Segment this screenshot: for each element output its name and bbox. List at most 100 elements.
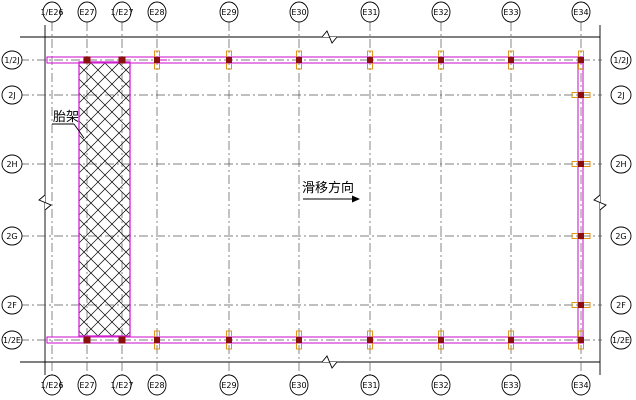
axis-bubble-bottom: E28 <box>147 374 167 396</box>
axis-bubble-right-label: 2H <box>615 160 626 169</box>
axis-bubble-top: E28 <box>147 1 167 23</box>
axis-bubble-bottom-label: E32 <box>433 381 448 390</box>
column-support <box>571 92 591 98</box>
axis-bubble-bottom: E27 <box>77 374 97 396</box>
axis-bubble-top: E31 <box>360 1 380 23</box>
axis-bubble-left: 2H <box>1 154 23 174</box>
column-support <box>508 330 514 350</box>
axis-bubble-bottom: E31 <box>360 374 380 396</box>
axis-bubble-top: E30 <box>289 1 309 23</box>
assembly-frame-callout: 胎架 <box>52 110 85 139</box>
axis-bubble-right: 2F <box>610 295 632 315</box>
axis-bubble-bottom: E30 <box>289 374 309 396</box>
slide-direction-arrow <box>352 195 360 203</box>
axis-bubble-bottom-label: 1/E27 <box>110 381 133 390</box>
axis-bubble-right-label: 2F <box>616 301 626 310</box>
axis-bubble-left-label: 1/2J <box>4 56 19 65</box>
axis-bubble-left-label: 2F <box>7 301 17 310</box>
axis-bubble-right: 2H <box>610 154 632 174</box>
axis-bubble-top-label: E27 <box>79 8 94 17</box>
axis-bubble-left: 2G <box>1 226 23 246</box>
axis-bubble-top: 1/E27 <box>110 1 134 23</box>
axis-bubble-top: E29 <box>219 1 239 23</box>
slide-direction-callout: 滑移方向 <box>302 180 360 203</box>
columns <box>83 50 591 350</box>
axis-bubble-bottom-label: E31 <box>362 381 377 390</box>
axis-bubble-top: E32 <box>431 1 451 23</box>
axis-bubble-left: 1/2E <box>1 330 23 350</box>
axis-bubble-bottom-label: E28 <box>149 381 164 390</box>
axis-bubble-top-label: E28 <box>149 8 164 17</box>
column-support <box>296 50 302 70</box>
axis-bubble-left-label: 2J <box>8 91 15 100</box>
axis-bubble-bottom: E29 <box>219 374 239 396</box>
axis-bubble-bottom-label: 1/E26 <box>40 381 63 390</box>
axis-bubble-right: 2G <box>610 226 632 246</box>
axis-bubble-bottom-label: E27 <box>79 381 94 390</box>
column-solid <box>118 56 126 64</box>
axis-bubble-top-label: 1/E27 <box>110 8 133 17</box>
column-support <box>226 330 232 350</box>
axis-bubble-left-label: 2H <box>6 160 17 169</box>
break-mark-right <box>593 194 607 211</box>
axis-bubble-right: 1/2E <box>610 330 632 350</box>
axis-bubble-bottom-label: E34 <box>573 381 588 390</box>
break-mark-bottom <box>321 355 338 369</box>
column-support <box>367 50 373 70</box>
axis-bubble-top-label: E29 <box>221 8 236 17</box>
assembly-frame-label: 胎架 <box>53 110 79 125</box>
column-support <box>226 50 232 70</box>
axis-bubble-bottom: 1/E27 <box>110 374 134 396</box>
axis-bubble-right: 2J <box>610 85 632 105</box>
column-solid <box>118 336 126 344</box>
axis-bubble-top-label: 1/E26 <box>40 8 63 17</box>
axis-bubble-bottom-label: E33 <box>503 381 518 390</box>
axis-bubble-left: 2F <box>1 295 23 315</box>
column-support <box>154 50 160 70</box>
axis-bubble-right-label: 2G <box>615 232 626 241</box>
axis-bubble-bottom-label: E29 <box>221 381 236 390</box>
column-support <box>578 330 584 350</box>
axis-bubble-bottom: E32 <box>431 374 451 396</box>
column-support <box>367 330 373 350</box>
axis-bubble-bottom: E34 <box>571 374 591 396</box>
axis-bubble-bottom-label: E30 <box>291 381 306 390</box>
axis-bubble-bottom: 1/E26 <box>40 374 64 396</box>
column-solid <box>83 336 91 344</box>
frame-lines <box>20 25 607 375</box>
axis-bubble-top-label: E31 <box>362 8 377 17</box>
slide-direction-label: 滑移方向 <box>302 180 354 196</box>
axis-bubble-top: E33 <box>501 1 521 23</box>
axis-bubble-right: 1/2J <box>610 50 632 70</box>
axis-bubble-top: E34 <box>571 1 591 23</box>
column-support <box>578 50 584 70</box>
axis-bubble-top: 1/E26 <box>40 1 64 23</box>
column-solid <box>83 56 91 64</box>
column-support <box>571 161 591 167</box>
axis-bubble-right-label: 1/2E <box>612 336 630 345</box>
axis-bubble-right-label: 1/2J <box>613 56 628 65</box>
axis-bubble-top-label: E34 <box>573 8 588 17</box>
axis-bubble-left-label: 2G <box>6 232 17 241</box>
column-support <box>154 330 160 350</box>
column-support <box>438 330 444 350</box>
column-support <box>508 50 514 70</box>
column-support <box>571 302 591 308</box>
axis-bubble-left-label: 1/2E <box>3 336 21 345</box>
axis-bubble-left: 1/2J <box>1 50 23 70</box>
assembly-frame <box>78 61 131 337</box>
axis-bubble-top-label: E33 <box>503 8 518 17</box>
axis-bubble-top-label: E30 <box>291 8 306 17</box>
axis-bubble-bottom: E33 <box>501 374 521 396</box>
break-mark-top <box>321 30 338 44</box>
column-support <box>296 330 302 350</box>
column-support <box>438 50 444 70</box>
axis-bubble-left: 2J <box>1 85 23 105</box>
column-support <box>571 233 591 239</box>
break-mark-left <box>38 194 52 211</box>
axis-bubble-top: E27 <box>77 1 97 23</box>
axis-bubble-right-label: 2J <box>617 91 624 100</box>
axis-bubble-top-label: E32 <box>433 8 448 17</box>
